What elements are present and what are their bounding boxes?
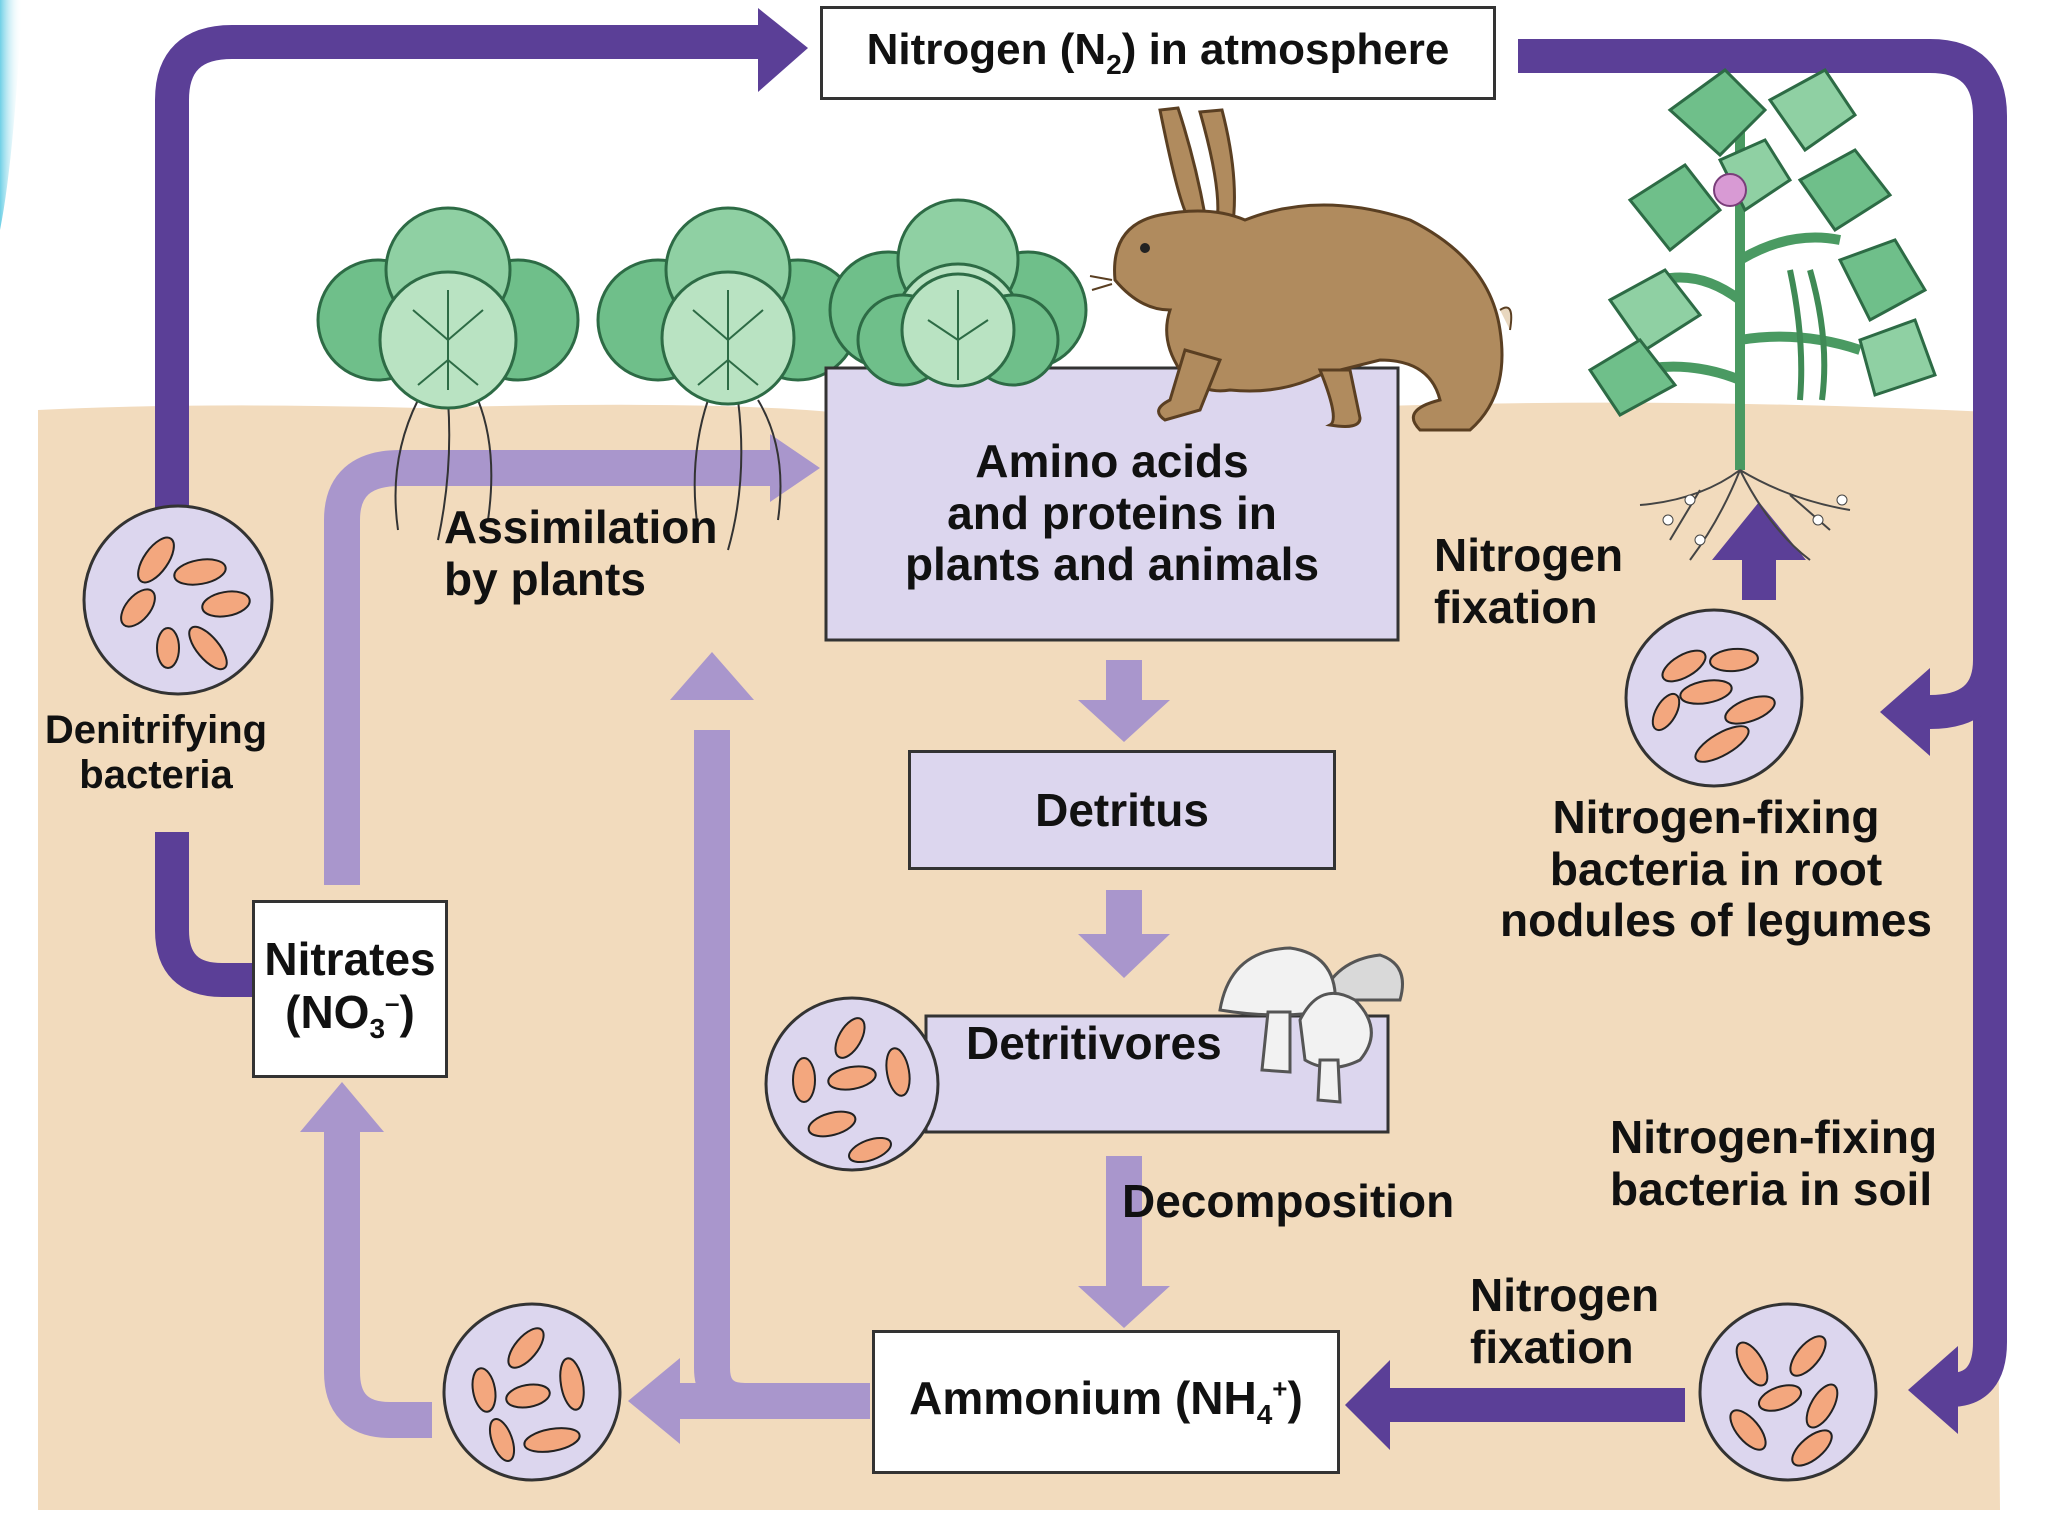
arrow-head-nitrifying: [628, 1358, 680, 1444]
decomposition-label: Decomposition: [1122, 1175, 1455, 1227]
arrow-head-nitrates: [300, 1082, 384, 1132]
arrow-head-decomposition: [1078, 1286, 1170, 1328]
soil-bacteria-label: Nitrogen-fixing bacteria in soil: [1610, 1111, 1938, 1215]
denitrifying-label: Denitrifying bacteria: [44, 708, 268, 797]
arrow-head-soil-bacteria: [1908, 1346, 1958, 1434]
arrow-head-fixation-up: [1712, 502, 1806, 560]
arrow-denitrification-up: [155, 25, 770, 520]
soil-area: [38, 402, 2000, 1511]
legume-plant-icon: [1587, 68, 1937, 561]
mushroom-icon: [1218, 946, 1404, 1104]
nitrogen-fixation-bottom-label: Nitrogen fixation: [1470, 1269, 1660, 1373]
arrow-head-plants: [670, 652, 754, 700]
nitrates-label: Nitrates (NO3–): [264, 932, 436, 1044]
assimilation-label: Assimilation by plants: [444, 501, 718, 605]
atmosphere-label: Nitrogen (N2) in atmosphere: [866, 25, 1450, 80]
atmosphere-box: Nitrogen (N2) in atmosphere: [820, 6, 1496, 100]
arrow-head-assimilation: [770, 434, 820, 502]
arrow-ammonium-to-nitrifying-shaft: [680, 1383, 870, 1419]
arrow-atmosphere-down: [1518, 39, 2007, 1407]
cabbage-icon: [316, 206, 580, 541]
arrow-head-detritivores: [1078, 934, 1170, 978]
bacteria-icon: [764, 996, 940, 1172]
rabbit-icon: [1089, 106, 1513, 432]
arrow-head-root-nodules: [1880, 668, 1930, 756]
cabbage-icon: [856, 272, 1060, 388]
cabbage-icon: [596, 206, 860, 551]
bacteria-icon: [1698, 1302, 1878, 1482]
arrow-branch-root-nodules: [1920, 659, 2007, 729]
root-nodule-bacteria-label: Nitrogen-fixing bacteria in root nodules…: [1500, 791, 1932, 947]
arrow-fixation-up-shaft: [1742, 558, 1776, 600]
amino-box-shape: [824, 366, 1400, 642]
arrow-amino-to-detritus-shaft: [1106, 660, 1142, 702]
arrow-head-ammonium: [1345, 1360, 1390, 1450]
nitrates-box: Nitrates (NO3–): [252, 900, 448, 1078]
arrow-nitrifying-to-nitrates: [324, 1130, 432, 1438]
arrow-head-detritus: [1078, 700, 1170, 742]
arrow-decomposition-shaft: [1106, 1156, 1142, 1296]
detritus-label: Detritus: [1035, 783, 1209, 836]
arrow-soil-to-ammonium-shaft: [1385, 1388, 1685, 1422]
amino-label: Amino acids and proteins in plants and a…: [904, 435, 1320, 591]
bacteria-icon: [82, 504, 274, 696]
bacteria-icon: [442, 1302, 622, 1482]
arrow-head-atmosphere: [758, 8, 808, 92]
detritivores-label: Detritivores: [966, 1017, 1222, 1069]
decorative-edge: [0, 0, 22, 230]
bacteria-icon: [1624, 608, 1804, 788]
detritus-box: Detritus: [908, 750, 1336, 870]
ammonium-label: Ammonium (NH4+): [909, 1372, 1303, 1431]
nitrogen-fixation-top-label: Nitrogen fixation: [1434, 529, 1624, 633]
arrow-detritus-to-detritivores-shaft: [1106, 890, 1142, 938]
arrow-nitrates-to-denitrifying: [155, 832, 255, 997]
ammonium-box: Ammonium (NH4+): [872, 1330, 1340, 1474]
